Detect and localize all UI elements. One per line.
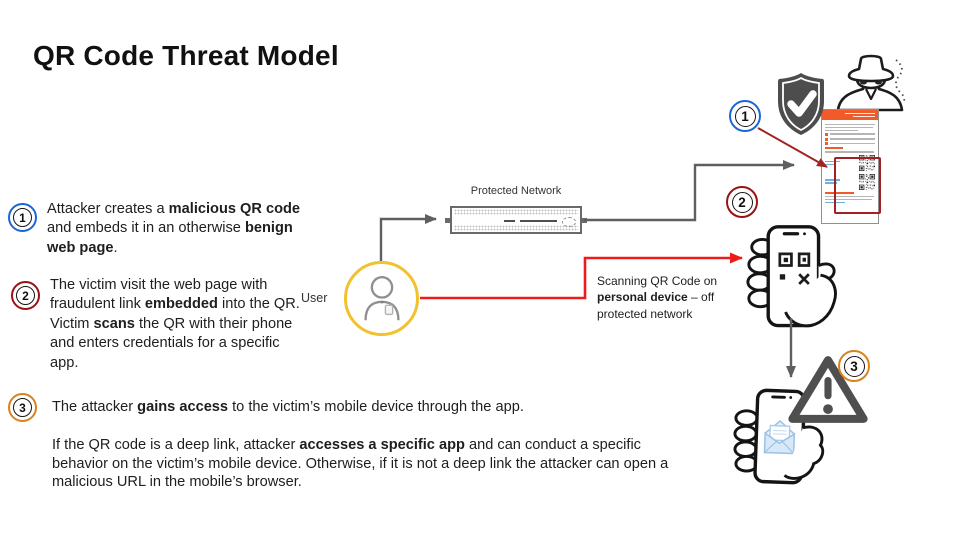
flyer-link-placeholder <box>825 159 840 167</box>
flyer-text-placeholder <box>825 123 875 125</box>
marker-2-badge: 2 <box>726 186 758 218</box>
user-person-icon <box>363 276 400 321</box>
flyer-bullet <box>825 132 875 136</box>
flyer-qr-row <box>825 173 875 190</box>
marker-3-badge: 3 <box>838 350 870 382</box>
page-title: QR Code Threat Model <box>33 40 339 71</box>
arrow-user-to-network <box>379 214 437 261</box>
flyer-qr-row <box>825 155 875 172</box>
shield-check-icon <box>773 70 829 143</box>
router-detail-line <box>520 219 557 222</box>
flyer-text-placeholder <box>825 195 874 198</box>
flyer-bullet <box>825 142 875 146</box>
marker-3-number: 3 <box>843 355 865 377</box>
step-2-text: The victim visit the web page with fraud… <box>50 277 300 371</box>
spy-attacker-icon <box>830 50 910 117</box>
router-left-connector <box>445 218 451 223</box>
flyer-bullet <box>825 137 875 141</box>
arrow-network-to-webpage <box>584 160 795 222</box>
hand-holding-phone-qr-icon <box>741 221 838 347</box>
flyer-section-heading-placeholder <box>825 147 843 150</box>
flyer-text-placeholder <box>825 129 858 131</box>
flyer-text-placeholder <box>825 126 873 128</box>
protected-network-label: Protected Network <box>470 185 562 197</box>
router-texture-bottom <box>454 225 578 231</box>
malicious-web-page-thumbnail <box>821 109 881 224</box>
open-envelope-icon <box>763 419 796 455</box>
router-detail-line <box>504 219 515 222</box>
step-2-number: 2 <box>16 286 35 305</box>
user-label: User <box>301 291 328 305</box>
flyer-text-placeholder <box>825 151 874 153</box>
step-3-text: The attacker gains access to the victim’… <box>52 399 524 415</box>
marker-2-number: 2 <box>731 191 753 213</box>
step-1-number: 1 <box>13 208 32 227</box>
qr-glyph <box>778 252 811 285</box>
network-switch-icon <box>445 206 587 234</box>
flyer-text-placeholder <box>825 198 872 201</box>
router-right-connector <box>581 218 587 223</box>
flyer-header-text-placeholder <box>845 113 875 115</box>
flyer-header-text-placeholder <box>853 115 875 118</box>
step-2-number-badge: 2 <box>11 281 40 310</box>
warning-triangle-icon <box>787 353 869 431</box>
user-avatar <box>344 261 419 336</box>
step-1-text: Attacker creates a malicious QR code and… <box>47 201 301 256</box>
scan-note-text: Scanning QR Code on personal device – of… <box>597 274 718 321</box>
deep-link-paragraph: If the QR code is a deep link, attacker … <box>52 437 669 491</box>
step-3-number-badge: 3 <box>8 393 37 422</box>
step-1-number-badge: 1 <box>8 203 37 232</box>
flyer-section-heading-placeholder <box>825 192 854 194</box>
qr-highlight-box <box>834 157 881 214</box>
router-texture-top <box>454 209 578 215</box>
step-3-number: 3 <box>13 398 32 417</box>
router-port <box>562 217 576 227</box>
flyer-link-placeholder <box>825 178 840 186</box>
flyer-header-band <box>822 110 878 120</box>
marker-1-badge: 1 <box>729 100 761 132</box>
marker-1-number: 1 <box>734 105 756 127</box>
